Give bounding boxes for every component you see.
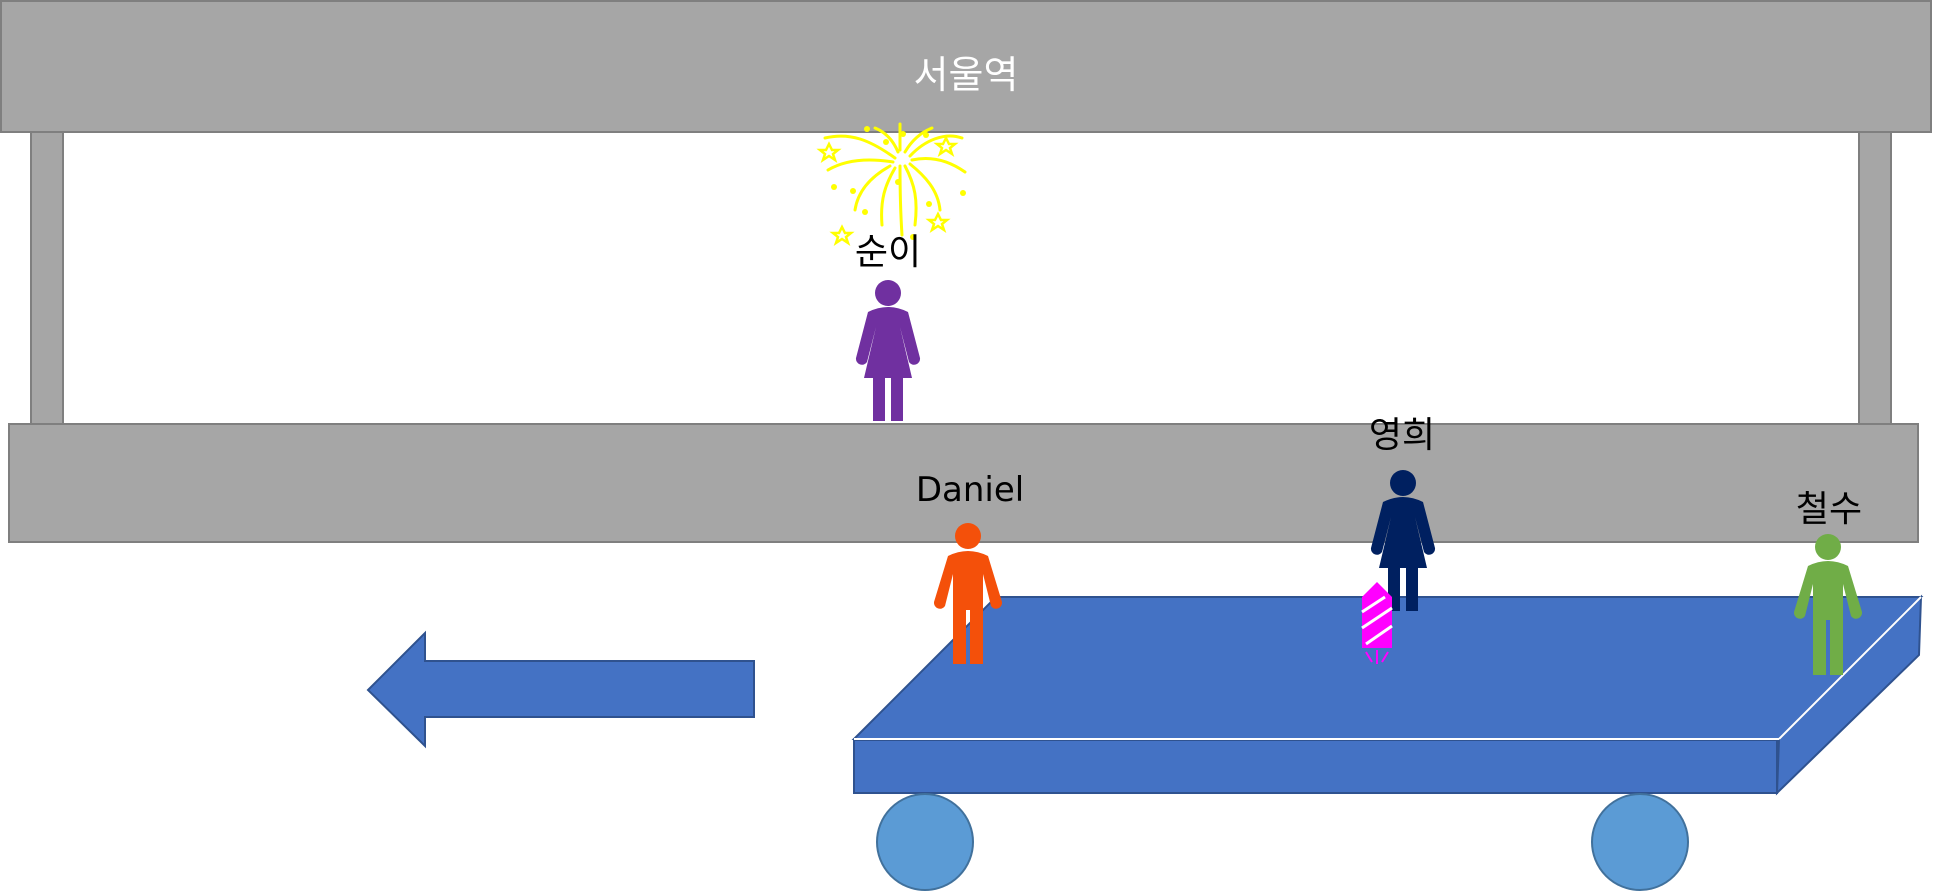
station-roof <box>0 0 1932 133</box>
platform <box>8 423 1919 543</box>
person-label-suni: 순이 <box>854 232 922 273</box>
person-daniel-icon <box>933 523 1003 664</box>
station-name: 서울역 <box>913 53 1019 97</box>
left-arrow-icon <box>366 630 755 749</box>
person-cheolsu-icon <box>1793 534 1863 675</box>
train-wheel-back <box>1591 793 1689 891</box>
firework-icon <box>816 122 967 247</box>
right-pillar <box>1858 131 1892 425</box>
train-front-surface <box>853 739 1778 794</box>
firework-rocket-icon <box>1361 582 1393 664</box>
person-label-cheolsu: 철수 <box>1795 489 1863 530</box>
person-suni-icon <box>855 280 921 421</box>
person-label-younghee: 영희 <box>1368 415 1436 456</box>
person-label-daniel: Daniel <box>915 470 1025 510</box>
train-car <box>851 594 1924 891</box>
train-wheel-front <box>876 793 974 891</box>
left-pillar <box>30 131 64 425</box>
